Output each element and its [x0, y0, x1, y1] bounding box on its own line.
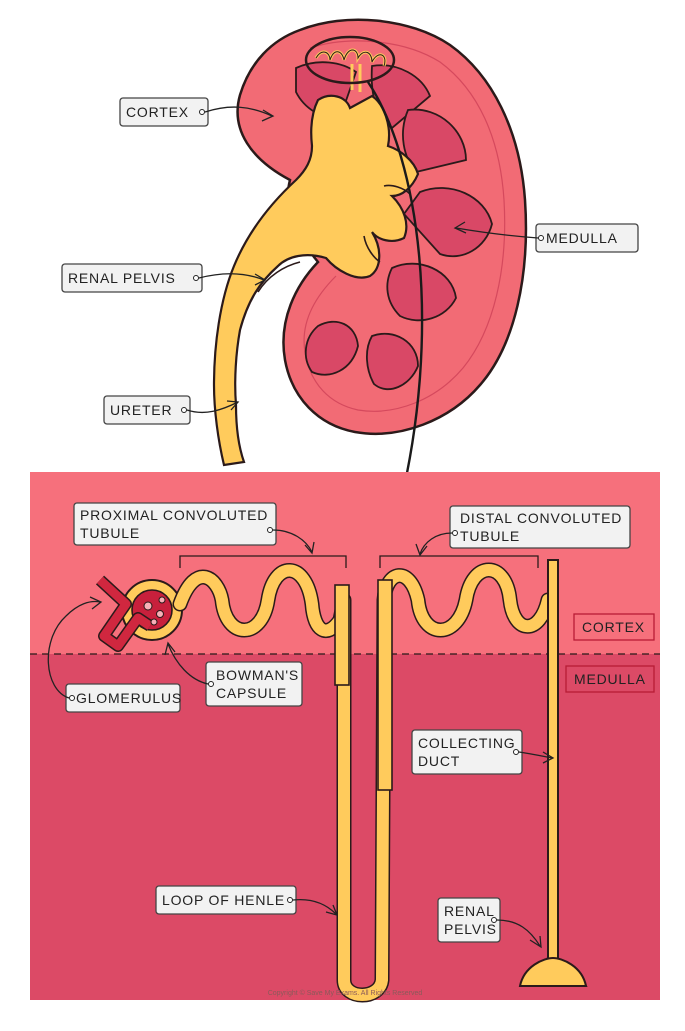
label-collecting-duct: COLLECTING DUCT — [411, 729, 555, 775]
label-bowmans: BOWMAN'S CAPSULE — [164, 641, 303, 707]
label-glomerulus: GLOMERULUS — [47, 596, 182, 713]
label-dct-line1: DISTAL CONVOLUTED — [460, 510, 622, 526]
label-collecting-line1: COLLECTING — [418, 735, 515, 751]
label-loop-text: LOOP OF HENLE — [162, 892, 285, 908]
label-pct-line2: TUBULE — [80, 525, 140, 541]
region-medulla: MEDULLA — [565, 665, 655, 693]
label-medulla-text: MEDULLA — [546, 230, 618, 246]
thick-descending — [334, 584, 350, 686]
calyx-line — [383, 184, 411, 195]
renal-pelvis-base — [518, 956, 588, 987]
label-renal-pelvis-line1: RENAL — [444, 903, 495, 919]
pyramid — [402, 108, 467, 174]
region-cortex-text: CORTEX — [582, 619, 645, 635]
nephron-tubule — [174, 564, 554, 1001]
label-renal-pelvis-text: RENAL PELVIS — [68, 270, 176, 286]
calyx-line — [363, 235, 381, 263]
pct-bracket — [179, 555, 347, 568]
label-renal-pelvis: RENAL PELVIS — [61, 263, 267, 293]
label-cortex: CORTEX — [119, 97, 275, 127]
label-ureter: URETER — [103, 395, 240, 425]
label-ureter-text: URETER — [110, 402, 172, 418]
nephron-panel — [30, 472, 660, 1003]
dct-bracket — [379, 555, 539, 568]
magnify-circle — [304, 35, 396, 85]
label-collecting-line2: DUCT — [418, 753, 460, 769]
region-cortex: CORTEX — [573, 613, 655, 641]
label-renal-pelvis-line2: PELVIS — [444, 921, 497, 937]
pelvis-edge — [257, 261, 301, 293]
label-pct-line1: PROXIMAL CONVOLUTED — [80, 507, 268, 523]
label-loop-of-henle: LOOP OF HENLE — [155, 885, 339, 916]
label-renal-pelvis-lower: RENAL PELVIS — [437, 897, 542, 949]
label-bowmans-line1: BOWMAN'S — [216, 667, 299, 683]
label-dct-line2: TUBULE — [460, 528, 520, 544]
label-dct: DISTAL CONVOLUTED TUBULE — [415, 505, 631, 557]
cortex-nephron-sketch-outline — [315, 49, 386, 67]
pyramid — [402, 187, 493, 258]
renal-pelvis-ureter — [212, 94, 420, 467]
label-cortex-text: CORTEX — [126, 104, 189, 120]
kidney-illustration — [212, 18, 528, 513]
pyramid — [304, 320, 359, 376]
label-pct: PROXIMAL CONVOLUTED TUBULE — [73, 502, 315, 555]
magnify-arrow — [367, 81, 424, 506]
copyright-text: Copyright © Save My Exams. All Rights Re… — [268, 989, 423, 997]
thick-ascending — [377, 579, 393, 791]
region-medulla-text: MEDULLA — [574, 671, 646, 687]
label-bowmans-line2: CAPSULE — [216, 685, 287, 701]
pyramid — [366, 332, 419, 391]
glomerulus — [95, 575, 166, 652]
label-medulla: MEDULLA — [453, 221, 639, 253]
label-glomerulus-text: GLOMERULUS — [76, 690, 182, 706]
